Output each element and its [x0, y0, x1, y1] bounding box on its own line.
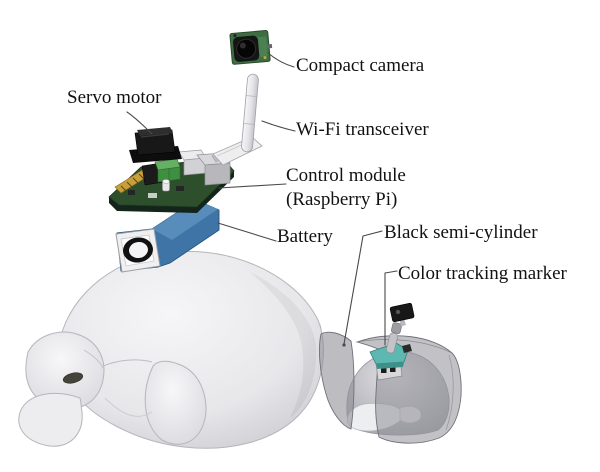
leader-lines: [126, 52, 398, 347]
cylinder-right-crease: [445, 354, 454, 431]
label-color-tracking-marker: Color tracking marker: [398, 263, 567, 284]
turtle-eye: [62, 372, 84, 384]
turtle-neck-crease: [83, 349, 104, 369]
marker-side-box: [402, 344, 412, 353]
label-control-module-line2: (Raspberry Pi): [286, 189, 398, 210]
marker-arm-lower: [385, 332, 399, 354]
marker-bracket-hole-1: [381, 366, 387, 373]
turtle-shell-shading: [250, 272, 317, 418]
wifi-antenna: [241, 73, 259, 153]
camera-gold-pad: [263, 56, 267, 60]
pi-ethernet-port-front: [204, 162, 231, 186]
marker-bracket-hole-2: [390, 365, 396, 372]
turtle-shell-skirt: [104, 397, 153, 417]
turtle-shell-front-edge: [102, 359, 153, 367]
pi-small-chip-2: [148, 193, 157, 198]
leader-control-module: [218, 183, 287, 189]
servo-motor-illustration: [129, 127, 182, 163]
leader-battery: [217, 222, 277, 242]
camera-lens-highlight: [239, 42, 246, 49]
pi-board-edge: [109, 171, 234, 213]
leader-compact-camera: [267, 52, 295, 68]
camera-side-pin: [266, 43, 273, 49]
pi-small-chip-1: [128, 190, 135, 195]
pi-small-chip-3: [176, 186, 184, 191]
compact-camera-illustration: [229, 30, 273, 65]
leader-wifi-transceiver: [261, 120, 296, 132]
pi-capacitor-top: [162, 179, 170, 184]
label-battery: Battery: [277, 226, 333, 247]
wifi-transceiver-illustration: [211, 73, 263, 166]
marker-camera: [389, 302, 415, 323]
cylinder-left-wall: [318, 331, 355, 430]
leader-black-semi-cylinder-dot: [342, 343, 346, 347]
turtle-body-illustration: [18, 250, 324, 449]
leader-color-tracking-marker: [384, 270, 398, 346]
marker-teal-edge: [376, 362, 404, 369]
servo-top-highlight: [140, 133, 170, 138]
label-control-module-line1: Control module: [286, 165, 406, 186]
label-control-module: Control module (Raspberry Pi): [286, 164, 406, 212]
battery-lens-center: [129, 241, 148, 259]
label-wifi-transceiver: Wi-Fi transceiver: [296, 119, 429, 140]
leader-servo-motor: [126, 111, 153, 135]
label-servo-motor: Servo motor: [67, 87, 162, 108]
battery-illustration: [115, 199, 220, 273]
servo-top-lid: [137, 127, 173, 136]
turtle-front-right-flipper: [144, 360, 207, 445]
turtle-front-left-flipper: [18, 392, 83, 447]
marker-camera-lens: [395, 309, 401, 315]
color-tracking-marker-illustration: [369, 302, 415, 381]
semi-cylinder-assembly-illustration: [318, 302, 462, 444]
pi-gpio-pins: [120, 173, 145, 192]
camera-mount-hole: [233, 34, 237, 38]
label-black-semi-cylinder: Black semi-cylinder: [384, 222, 538, 243]
wifi-dongle-body: [212, 136, 263, 166]
leader-black-semi-cylinder: [343, 230, 383, 345]
marker-arm-joint: [390, 322, 402, 334]
label-compact-camera: Compact camera: [296, 55, 425, 76]
battery-top-face: [152, 200, 218, 240]
cylinder-rim-line: [356, 339, 453, 354]
raspberry-pi-illustration: [108, 149, 235, 213]
